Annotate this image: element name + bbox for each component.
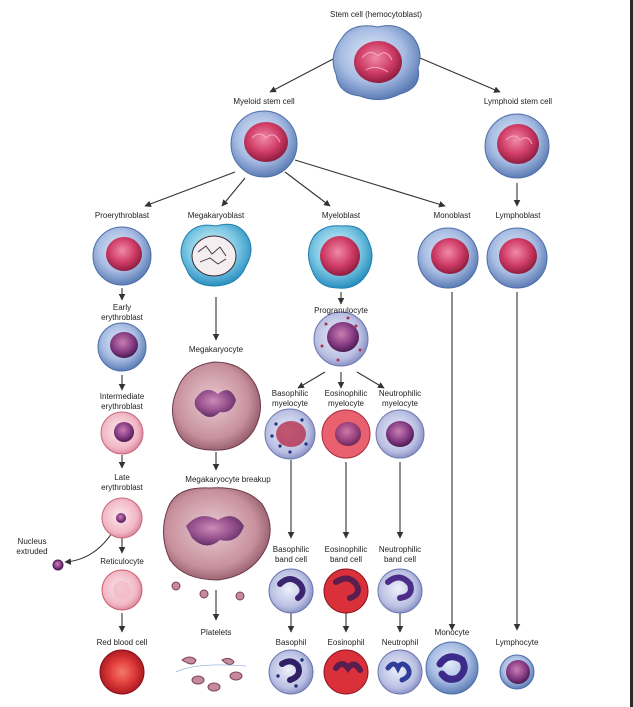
neutrophilic-myelocyte-icon	[375, 409, 425, 459]
label-neutrophilic-band-1: Neutrophilic	[379, 545, 421, 554]
arrow-stem-to-myeloid	[269, 57, 336, 93]
arrow-myeloid-to-monoblast	[294, 159, 446, 208]
nucleus-extruded-icon	[52, 559, 64, 571]
label-proerythroblast: Proerythroblast	[95, 211, 150, 220]
arrow-progranulocyte-to-neutrophilic	[356, 371, 385, 389]
label-nucleus-extruded-1: Nucleus	[18, 537, 47, 546]
proerythroblast-icon	[92, 226, 152, 286]
label-basophilic-myelocyte-2: myelocyte	[272, 399, 309, 408]
megakaryocyte-icon	[172, 361, 261, 451]
label-neutrophil: Neutrophil	[382, 638, 419, 647]
label-red-blood-cell: Red blood cell	[97, 638, 148, 647]
label-myeloid-stem-cell: Myeloid stem cell	[233, 97, 295, 106]
myeloid-stem-cell-icon	[230, 110, 298, 178]
basophilic-band-cell-icon	[268, 568, 314, 614]
label-basophilic-band-1: Basophilic	[273, 545, 309, 554]
arrow-myeloid-to-proerythroblast	[144, 171, 236, 207]
platelets-icon	[175, 656, 247, 692]
basophilic-myelocyte-icon	[264, 408, 316, 460]
label-megakaryocyte-breakup: Megakaryocyte breakup	[185, 475, 271, 484]
label-megakaryocyte: Megakaryocyte	[189, 345, 244, 354]
label-neutrophilic-band-2: band cell	[384, 555, 416, 564]
arrow-myeloid-to-myeloblast	[284, 171, 331, 207]
lymphocyte-icon	[499, 654, 535, 690]
label-progranulocyte: Progranulocyte	[314, 306, 368, 315]
label-early-erythroblast-2: erythroblast	[101, 313, 144, 322]
intermediate-erythroblast-icon	[100, 411, 144, 455]
label-eosinophilic-myelocyte-2: myelocyte	[328, 399, 365, 408]
label-myeloblast: Myeloblast	[322, 211, 361, 220]
eosinophil-icon	[323, 649, 369, 695]
eosinophilic-band-cell-icon	[323, 568, 369, 614]
label-reticulocyte: Reticulocyte	[100, 557, 144, 566]
label-eosinophil: Eosinophil	[328, 638, 365, 647]
label-lymphoblast: Lymphoblast	[495, 211, 541, 220]
arrow-stem-to-lymphoid	[419, 57, 501, 93]
label-intermediate-erythroblast-1: Intermediate	[100, 392, 145, 401]
label-basophil: Basophil	[276, 638, 307, 647]
arrow-myeloid-to-megakaryoblast	[221, 177, 246, 207]
stem-cell-icon	[332, 25, 421, 100]
early-erythroblast-icon	[97, 322, 147, 372]
label-platelets: Platelets	[201, 628, 232, 637]
megakaryoblast-icon	[180, 223, 252, 287]
myeloblast-icon	[308, 225, 373, 289]
label-megakaryoblast: Megakaryoblast	[188, 211, 245, 220]
monocyte-icon	[425, 641, 479, 695]
label-late-erythroblast-1: Late	[114, 473, 130, 482]
label-basophilic-myelocyte-1: Basophilic	[272, 389, 308, 398]
neutrophilic-band-cell-icon	[377, 568, 423, 614]
labels: Stem cell (hemocytoblast) Myeloid stem c…	[16, 10, 552, 647]
megakaryocyte-breakup-icon	[163, 487, 271, 601]
lymphoblast-icon	[486, 227, 548, 289]
label-eosinophilic-band-2: band cell	[330, 555, 362, 564]
monoblast-icon	[417, 227, 479, 289]
label-eosinophilic-band-1: Eosinophilic	[325, 545, 368, 554]
basophil-icon	[268, 649, 314, 695]
eosinophilic-myelocyte-icon	[321, 409, 371, 459]
label-stem-cell: Stem cell (hemocytoblast)	[330, 10, 422, 19]
label-nucleus-extruded-2: extruded	[16, 547, 47, 556]
progranulocyte-icon	[313, 311, 369, 367]
right-edge-bar	[630, 0, 633, 707]
label-lymphoid-stem-cell: Lymphoid stem cell	[484, 97, 552, 106]
neutrophil-icon	[377, 649, 423, 695]
reticulocyte-icon	[101, 569, 143, 611]
label-late-erythroblast-2: erythroblast	[101, 483, 144, 492]
label-lymphocyte: Lymphocyte	[496, 638, 539, 647]
label-intermediate-erythroblast-2: erythroblast	[101, 402, 144, 411]
lymphoid-stem-cell-icon	[484, 113, 550, 179]
label-neutrophilic-myelocyte-2: myelocyte	[382, 399, 419, 408]
label-monoblast: Monoblast	[434, 211, 472, 220]
label-neutrophilic-myelocyte-1: Neutrophilic	[379, 389, 421, 398]
red-blood-cell-icon	[99, 649, 145, 695]
label-early-erythroblast-1: Early	[113, 303, 131, 312]
label-basophilic-band-2: band cell	[275, 555, 307, 564]
label-eosinophilic-myelocyte-1: Eosinophilic	[325, 389, 368, 398]
late-erythroblast-icon	[101, 497, 143, 539]
arrow-progranulocyte-to-basophilic	[297, 371, 326, 389]
label-monocyte: Monocyte	[435, 628, 470, 637]
